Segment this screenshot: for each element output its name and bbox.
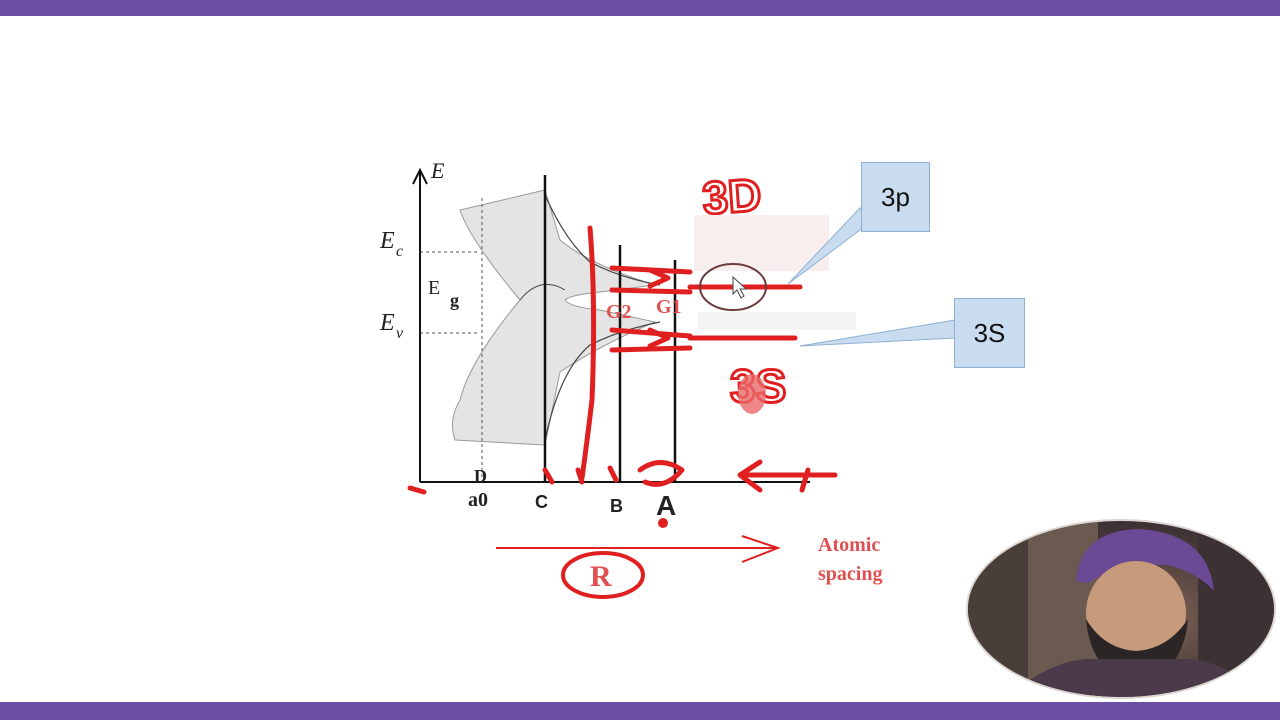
- webcam-overlay: [966, 519, 1276, 699]
- band-gap-upper: [519, 283, 566, 301]
- ev-label: E: [379, 310, 395, 336]
- top-accent-bar: [0, 0, 1280, 16]
- callout-3p-text: 3p: [881, 181, 910, 212]
- r-circle: [561, 551, 645, 599]
- position-label-a0: a0: [468, 489, 488, 511]
- energy-axis-label: E: [430, 158, 445, 183]
- eg-subscript: g: [450, 290, 459, 310]
- eg-label: E: [428, 277, 440, 299]
- faded-box-upper: [694, 215, 829, 271]
- position-label-a: A: [656, 490, 676, 521]
- position-label-b: B: [610, 496, 623, 516]
- bottom-accent-bar: [0, 702, 1280, 720]
- spacing-arrow-head: [741, 535, 781, 563]
- r-label: R: [590, 560, 612, 593]
- spacing-label-line2: spacing: [818, 563, 882, 585]
- ec-label: E: [379, 228, 395, 254]
- ink-smudge: [738, 374, 766, 414]
- gap-marker-g1: G1: [656, 296, 682, 318]
- spacing-label-line1: Atomic: [818, 534, 880, 556]
- presenter-face: [1086, 561, 1186, 665]
- faded-box-lower: [698, 312, 856, 330]
- presenter-video-frame: [968, 521, 1274, 697]
- position-label-c: C: [535, 492, 548, 512]
- callout-3p[interactable]: 3p: [861, 162, 930, 232]
- band-lower-edge: [544, 321, 661, 441]
- ec-subscript: c: [396, 243, 403, 260]
- callout-3s[interactable]: 3S: [954, 298, 1025, 368]
- red-ink-annotations: [407, 225, 838, 528]
- mouse-cursor-icon: [732, 275, 748, 299]
- energy-axis-arrowhead: [412, 167, 428, 185]
- gap-marker-g2: G2: [606, 301, 632, 323]
- position-label-d: D: [474, 466, 487, 486]
- ev-subscript: v: [396, 325, 404, 342]
- cursor-highlight-circle: [699, 263, 767, 311]
- callout-3s-text: 3S: [973, 317, 1006, 348]
- presenter-turban: [1076, 529, 1214, 591]
